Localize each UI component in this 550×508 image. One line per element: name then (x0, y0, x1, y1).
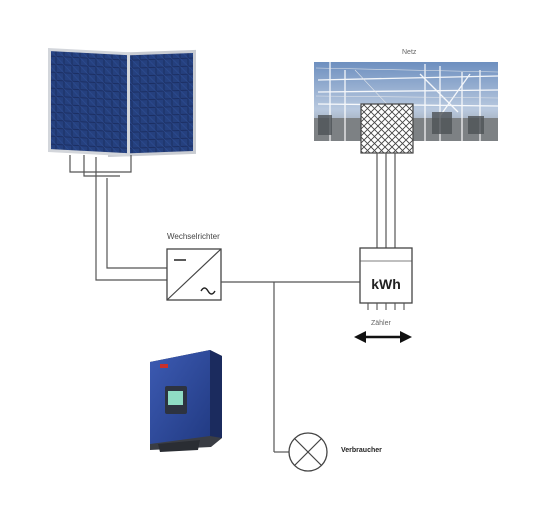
inverter-device-icon (150, 350, 222, 452)
solar-panel-icon (48, 48, 196, 157)
energy-meter-icon (359, 247, 413, 310)
consumer-label: Verbraucher (341, 447, 382, 454)
grid-connection-box (360, 103, 414, 154)
meter-unit-label: kWh (371, 276, 401, 292)
panel-wiring (69, 155, 167, 281)
bidirectional-arrow-icon (354, 331, 412, 343)
ac-wiring (221, 281, 360, 453)
inverter-label: Wechselrichter (167, 232, 220, 241)
grid-wiring (376, 153, 396, 248)
grid-label: Netz (402, 49, 417, 56)
inverter-symbol-icon (166, 248, 222, 301)
meter-label: Zähler (371, 320, 391, 327)
lamp-consumer-icon (288, 432, 328, 472)
